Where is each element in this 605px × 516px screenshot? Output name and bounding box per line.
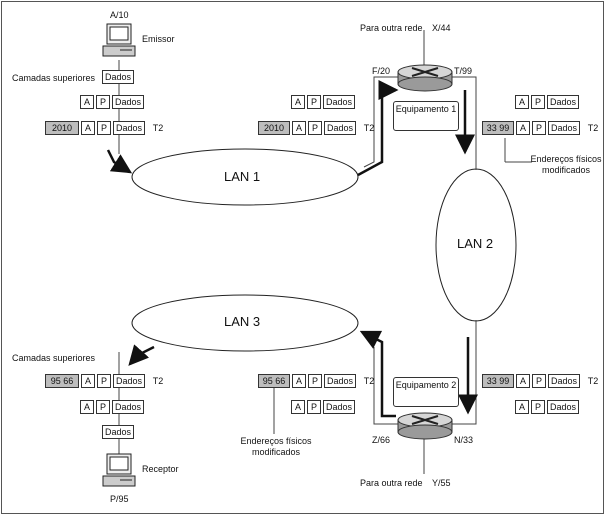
router1-label: Equipamento 1	[393, 101, 459, 131]
field-a: A	[292, 121, 306, 135]
sender-computer-icon	[102, 23, 136, 57]
field-p: P	[531, 400, 545, 414]
receiver-computer-icon	[102, 453, 136, 487]
router2-icon	[397, 412, 453, 440]
field-data: Dados	[323, 95, 356, 109]
field-p: P	[97, 121, 111, 135]
router2-bottom-label: Para outra rede	[360, 478, 423, 488]
field-phys: 2010	[258, 121, 290, 135]
field-trailer: T2	[363, 123, 375, 133]
router1-icon	[397, 64, 453, 92]
upper-layers-label-top: Camadas superiores	[12, 73, 96, 83]
field-trailer: T2	[152, 123, 164, 133]
field-p: P	[532, 121, 546, 135]
field-data: Dados	[102, 70, 135, 84]
receiver-label: Receptor	[142, 464, 179, 474]
upper-layers-label-bottom: Camadas superiores	[12, 353, 96, 363]
packet-right-top-l2: A P Dados	[515, 95, 581, 109]
router1-right-port: T/99	[454, 66, 473, 76]
lan1-label: LAN 1	[224, 169, 261, 184]
field-data: Dados	[113, 121, 146, 135]
field-data: Dados	[547, 400, 580, 414]
router1-top-addr: X/44	[432, 23, 451, 33]
field-p: P	[308, 121, 322, 135]
packet-sender-l1: Dados	[102, 70, 136, 84]
packet-right-top-l3: 33 99 A P Dados T2	[482, 121, 605, 135]
field-data: Dados	[548, 121, 581, 135]
field-a: A	[80, 95, 94, 109]
field-a: A	[292, 374, 306, 388]
packet-mid-bottom-l3: 95 66 A P Dados T2	[258, 374, 382, 388]
packet-receiver-l2: A P Dados	[80, 400, 146, 414]
packet-receiver-l3: 95 66 A P Dados T2	[45, 374, 171, 388]
field-trailer: T2	[587, 123, 599, 133]
field-a: A	[80, 400, 94, 414]
packet-right-bottom-l2: A P Dados	[515, 400, 581, 414]
packet-mid-top-l2: A P Dados	[291, 95, 357, 109]
field-p: P	[532, 374, 546, 388]
field-phys: 33 99	[482, 121, 514, 135]
lan2-label: LAN 2	[457, 236, 494, 251]
sender-address: A/10	[110, 10, 129, 20]
field-a: A	[515, 400, 529, 414]
field-data: Dados	[547, 95, 580, 109]
field-phys: 95 66	[45, 374, 79, 388]
field-data: Dados	[324, 374, 357, 388]
router2-label: Equipamento 2	[393, 377, 459, 407]
field-a: A	[291, 95, 305, 109]
router2-left-port: Z/66	[372, 435, 391, 445]
field-p: P	[307, 400, 321, 414]
field-data: Dados	[113, 374, 146, 388]
field-p: P	[96, 400, 110, 414]
field-data: Dados	[323, 400, 356, 414]
packet-mid-top-l3: 2010 A P Dados T2	[258, 121, 382, 135]
field-data: Dados	[548, 374, 581, 388]
lan3-label: LAN 3	[224, 314, 261, 329]
field-a: A	[515, 95, 529, 109]
field-data: Dados	[324, 121, 357, 135]
field-p: P	[307, 95, 321, 109]
packet-sender-l3: 2010 A P Dados T2	[45, 121, 171, 135]
field-a: A	[516, 374, 530, 388]
receiver-address: P/95	[110, 494, 129, 504]
field-p: P	[531, 95, 545, 109]
router1-left-port: F/20	[372, 66, 391, 76]
router2-right-port: N/33	[454, 435, 474, 445]
field-a: A	[516, 121, 530, 135]
lan1-ellipse	[131, 148, 359, 206]
field-data: Dados	[112, 95, 145, 109]
field-a: A	[291, 400, 305, 414]
sender-label: Emissor	[142, 34, 175, 44]
field-data: Dados	[102, 425, 135, 439]
field-trailer: T2	[363, 376, 375, 386]
field-a: A	[81, 374, 95, 388]
field-phys: 95 66	[258, 374, 290, 388]
field-trailer: T2	[152, 376, 164, 386]
packet-sender-l2: A P Dados	[80, 95, 146, 109]
field-data: Dados	[112, 400, 145, 414]
note-modified-top: Endereços físicos modificados	[530, 154, 602, 175]
packet-receiver-l1: Dados	[102, 425, 136, 439]
packet-mid-bottom-l2: A P Dados	[291, 400, 357, 414]
router1-top-label: Para outra rede	[360, 23, 423, 33]
field-p: P	[97, 374, 111, 388]
field-p: P	[96, 95, 110, 109]
field-p: P	[308, 374, 322, 388]
field-phys: 2010	[45, 121, 79, 135]
packet-right-bottom-l3: 33 99 A P Dados T2	[482, 374, 605, 388]
lan3-ellipse	[131, 294, 359, 352]
router2-bottom-addr: Y/55	[432, 478, 451, 488]
field-trailer: T2	[587, 376, 599, 386]
field-phys: 33 99	[482, 374, 514, 388]
note-modified-bottom: Endereços físicos modificados	[240, 436, 312, 457]
field-a: A	[81, 121, 95, 135]
